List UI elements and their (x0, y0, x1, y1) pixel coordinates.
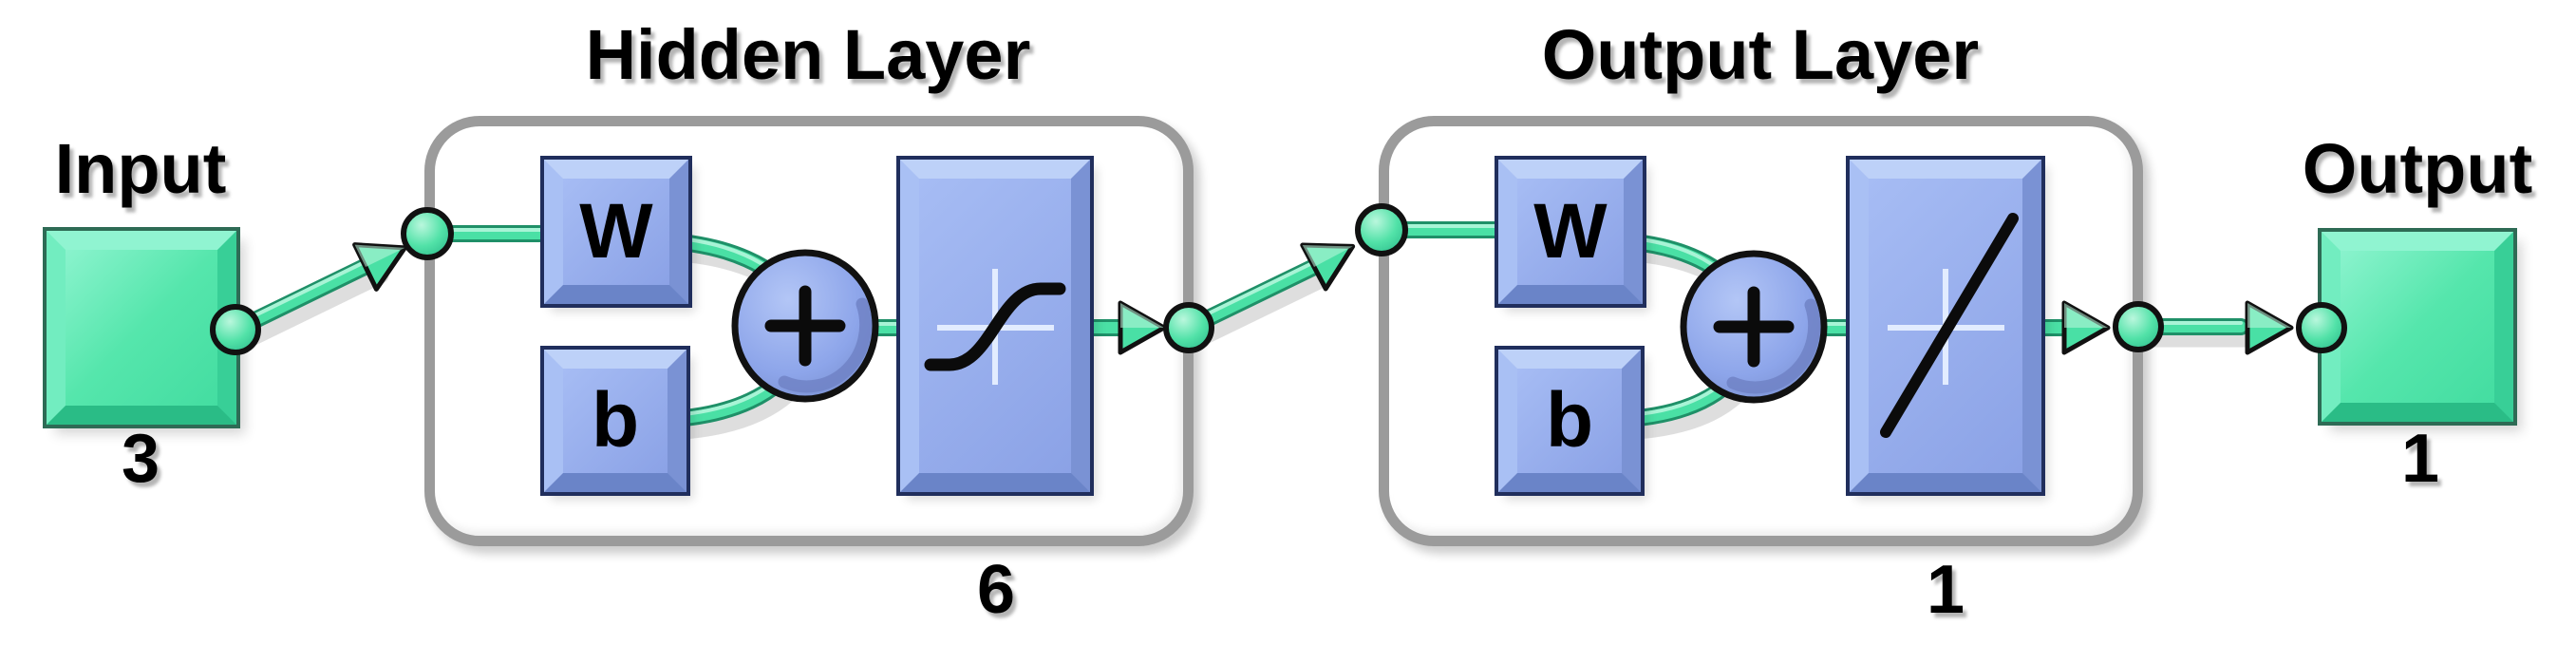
output-block (2322, 232, 2513, 422)
output-weight-label: W (1533, 188, 1608, 275)
output-bias-label: b (1545, 377, 1594, 464)
input-block (47, 231, 236, 425)
tansig-sigmoid-curve-icon (924, 269, 1066, 385)
input-label: Input (54, 129, 227, 208)
connection-node (401, 207, 454, 260)
hidden-layer-title: Hidden Layer (585, 15, 1031, 94)
sum-plus-icon (1713, 286, 1795, 368)
hidden-weight-block: W (544, 160, 688, 304)
arrowhead-icon (2061, 300, 2111, 355)
output-layer-size: 1 (1926, 552, 1965, 628)
hidden-layer-size: 6 (976, 552, 1016, 628)
connection-node (210, 304, 261, 355)
sum-plus-icon (764, 285, 846, 367)
output-size: 1 (2400, 421, 2440, 497)
connection-node (2113, 301, 2164, 352)
arrowhead-icon (2245, 300, 2294, 355)
hidden-weight-label: W (579, 188, 653, 275)
output-sum-junction (1680, 250, 1828, 404)
output-layer-title: Output Layer (1541, 15, 1980, 94)
arrowhead-icon (1300, 242, 1356, 292)
connection-node (2296, 302, 2347, 353)
hidden-sum-junction (731, 249, 879, 403)
output-weight-block: W (1498, 160, 1643, 304)
connection-node (1355, 203, 1408, 256)
arrowhead-icon (1118, 300, 1167, 355)
output-activation-block (1850, 160, 2041, 492)
input-size: 3 (121, 421, 160, 497)
arrowhead-icon (352, 242, 407, 292)
hidden-bias-label: b (591, 377, 640, 464)
output-bias-block: b (1498, 350, 1641, 492)
purelin-linear-icon (1880, 213, 2019, 438)
connection-node (1163, 302, 1214, 353)
hidden-bias-block: b (544, 350, 686, 492)
hidden-activation-block (900, 160, 1090, 492)
output-label: Output (2302, 129, 2533, 208)
